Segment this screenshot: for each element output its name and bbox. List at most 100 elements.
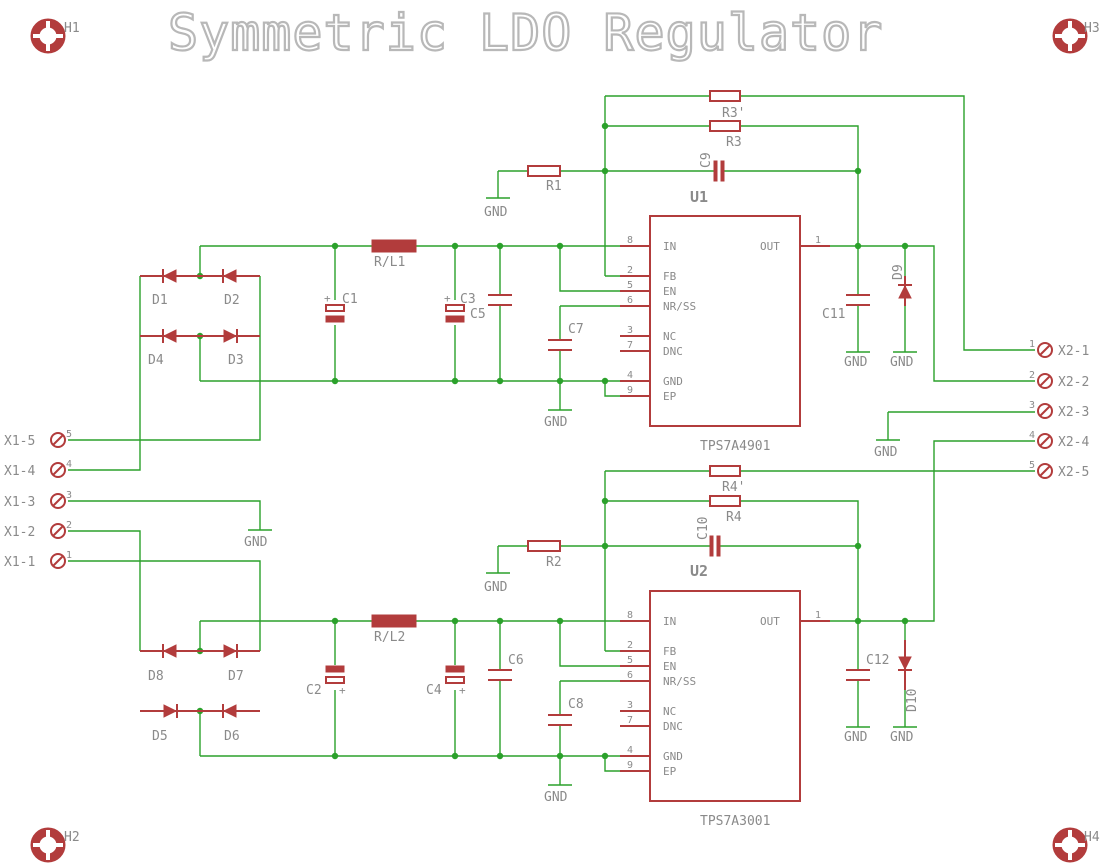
- label-d6: D6: [224, 729, 240, 744]
- terminal-x1-4: X1-4 4: [4, 459, 72, 479]
- diode-d8: D8: [140, 644, 200, 684]
- label-d3: D3: [228, 353, 244, 368]
- label-c7: C7: [568, 322, 584, 337]
- terminal-label-x2-1: X2-1: [1058, 344, 1089, 359]
- label-d7: D7: [228, 669, 244, 684]
- terminal-pin-x1-3: 3: [66, 490, 72, 501]
- svg-text:+: +: [339, 684, 346, 697]
- capacitor-c3: + C3: [444, 292, 476, 323]
- label-c8: C8: [568, 697, 584, 712]
- label-d9: D9: [891, 264, 906, 280]
- terminal-label-x2-5: X2-5: [1058, 465, 1089, 480]
- pin-no-3: 3: [627, 700, 633, 711]
- ic-ref-u2: U2: [690, 562, 708, 580]
- diode-d10: D10: [898, 640, 920, 712]
- terminal-label-x1-2: X1-2: [4, 525, 35, 540]
- terminal-label-x1-4: X1-4: [4, 464, 35, 479]
- label-r4: R4: [726, 510, 742, 525]
- diode-d7: D7: [200, 644, 260, 684]
- label-r3-prime: R3': [722, 106, 745, 121]
- label-d4: D4: [148, 353, 164, 368]
- capacitor-c10: C10: [696, 517, 721, 557]
- pin-label-gnd: GND: [663, 375, 683, 388]
- capacitor-c2: + C2: [306, 665, 346, 698]
- mounting-hole-h4: H4: [1052, 827, 1100, 863]
- pin-label-nrss: NR/SS: [663, 675, 696, 688]
- svg-text:+: +: [324, 292, 331, 305]
- diode-d4: D4: [140, 329, 200, 368]
- pin-label-nc: NC: [663, 330, 676, 343]
- pin-label-fb: FB: [663, 645, 677, 658]
- svg-text:+: +: [459, 684, 466, 697]
- gnd-label-c7: GND: [544, 415, 568, 430]
- ground-c12: GND: [844, 726, 870, 745]
- terminal-pin-x2-1: 1: [1029, 339, 1035, 350]
- pin-label-nrss: NR/SS: [663, 300, 696, 313]
- label-c10: C10: [696, 517, 711, 540]
- svg-text:+: +: [444, 292, 451, 305]
- gnd-label-x1-3: GND: [244, 535, 268, 550]
- pin-no-6: 6: [627, 670, 633, 681]
- label-d2: D2: [224, 293, 240, 308]
- pin-label-gnd: GND: [663, 750, 683, 763]
- pin-label-en: EN: [663, 660, 676, 673]
- pin-no-2: 2: [627, 640, 633, 651]
- label-d8: D8: [148, 669, 164, 684]
- pin-no-8: 8: [627, 610, 633, 621]
- capacitor-c12: C12: [846, 653, 889, 681]
- pin-label-ep: EP: [663, 765, 677, 778]
- label-d10: D10: [905, 689, 920, 712]
- inductor-rl1: R/L1: [371, 239, 417, 270]
- capacitor-c9: C9: [699, 152, 725, 182]
- pin-no-9: 9: [627, 760, 633, 771]
- gnd-label-r1: GND: [484, 205, 508, 220]
- label-c4: C4: [426, 683, 442, 698]
- ic-ref-u1: U1: [690, 188, 708, 206]
- gnd-label-c11: GND: [844, 355, 868, 370]
- ground-d10: GND: [890, 726, 917, 745]
- resistor-r3: R3: [709, 120, 742, 150]
- terminal-pin-x2-2: 2: [1029, 370, 1035, 381]
- label-d1: D1: [152, 293, 168, 308]
- pin-label-in: IN: [663, 240, 676, 253]
- terminal-x2-2: X2-2 2: [1029, 370, 1089, 390]
- capacitor-c6: C6: [488, 653, 524, 681]
- label-r3: R3: [726, 135, 742, 150]
- terminal-x2-3: X2-3 3: [1029, 400, 1089, 420]
- ground-d9: GND: [890, 351, 917, 370]
- ground-r1: GND: [484, 197, 510, 220]
- pin-no-4: 4: [627, 370, 633, 381]
- label-c6: C6: [508, 653, 524, 668]
- capacitor-c8: C8: [548, 697, 584, 726]
- pin-label-en: EN: [663, 285, 676, 298]
- pin-no-2: 2: [627, 265, 633, 276]
- terminal-pin-x2-3: 3: [1029, 400, 1035, 411]
- terminal-label-x1-3: X1-3: [4, 495, 35, 510]
- hole-label-h3: H3: [1084, 21, 1100, 36]
- diode-d1: D1: [140, 269, 200, 308]
- hole-label-h4: H4: [1084, 830, 1100, 845]
- pin-no-7: 7: [627, 715, 633, 726]
- terminal-x1-5: X1-5 5: [4, 429, 72, 449]
- lower-junctions: [196, 497, 909, 760]
- label-c1: C1: [342, 292, 358, 307]
- ic-u2: U2 TPS7A3001 IN OUT FB EN NR/SS NC DNC G…: [620, 562, 830, 829]
- pin-label-in: IN: [663, 615, 676, 628]
- gnd-label-d10: GND: [890, 730, 914, 745]
- hole-label-h1: H1: [64, 21, 80, 36]
- pin-label-dnc: DNC: [663, 345, 683, 358]
- label-r2: R2: [546, 555, 562, 570]
- connector-x2: X2-1 1 X2-2 2 X2-3 3 X2-4 4 X2-5 5: [1029, 339, 1089, 480]
- inductor-rl2: R/L2: [371, 614, 417, 645]
- capacitor-c4: + C4: [426, 665, 466, 698]
- ground-c7: GND: [544, 409, 572, 430]
- pin-no-7: 7: [627, 340, 633, 351]
- hole-label-h2: H2: [64, 830, 80, 845]
- label-c9: C9: [699, 152, 714, 168]
- ic-u1: U1 TPS7A4901 IN OUT FB EN NR/SS NC DNC G…: [620, 188, 830, 454]
- capacitor-c7: C7: [548, 322, 584, 351]
- terminal-x1-2: X1-2 2: [4, 520, 72, 540]
- resistor-r1: R1: [527, 165, 562, 194]
- label-d5: D5: [152, 729, 168, 744]
